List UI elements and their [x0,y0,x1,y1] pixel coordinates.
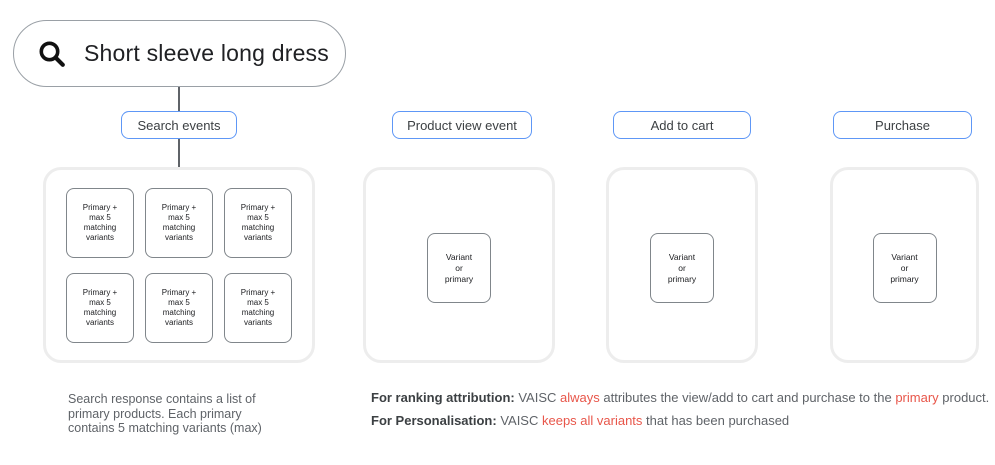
label-purchase-text: Purchase [875,117,930,133]
variant-box: Variant or primary [650,233,714,303]
label-purchase: Purchase [833,111,972,139]
result-box: Primary + max 5 matching variants [145,273,213,343]
container-add-to-cart: Variant or primary [606,167,758,363]
result-box: Primary + max 5 matching variants [145,188,213,258]
label-search-events-text: Search events [137,117,221,133]
result-box: Primary + max 5 matching variants [224,273,292,343]
note-personalisation: For Personalisation: VAISC keeps all var… [371,413,790,428]
result-box: Primary + max 5 matching variants [224,188,292,258]
result-box: Primary + max 5 matching variants [66,188,134,258]
label-search-events: Search events [121,111,237,139]
container-search-events: Primary + max 5 matching variants Primar… [43,167,315,363]
search-input[interactable]: Short sleeve long dress [13,20,346,87]
result-box: Primary + max 5 matching variants [66,273,134,343]
search-icon [39,41,65,67]
label-product-view-event-text: Product view event [407,117,517,133]
note-search-response: Search response contains a list of prima… [68,392,262,435]
note-ranking-attribution: For ranking attribution: VAISC always at… [371,390,990,405]
container-purchase: Variant or primary [830,167,979,363]
label-add-to-cart: Add to cart [613,111,751,139]
label-add-to-cart-text: Add to cart [650,117,714,133]
variant-box: Variant or primary [872,233,937,303]
search-query-text: Short sleeve long dress [84,40,329,66]
connector-line-top [178,87,180,111]
connector-line-bottom [178,139,180,167]
variant-box: Variant or primary [427,233,491,303]
search-results-grid: Primary + max 5 matching variants Primar… [66,188,292,343]
label-product-view-event: Product view event [392,111,532,139]
container-product-view-event: Variant or primary [363,167,555,363]
